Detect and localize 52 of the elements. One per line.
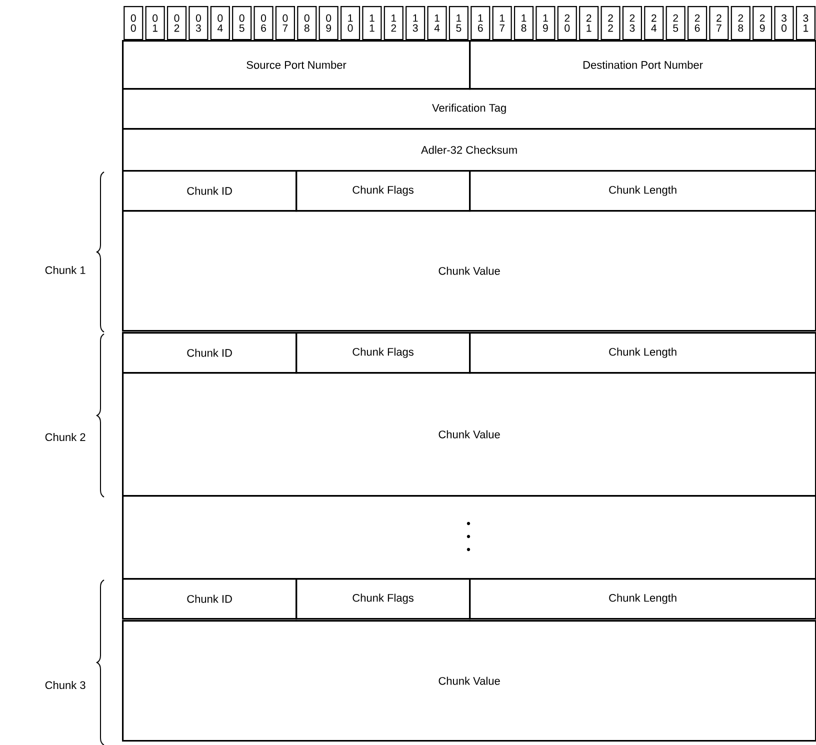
bit-number-cell: 0 4 (210, 6, 230, 40)
bit-number-cell: 2 3 (622, 6, 642, 40)
bit-number-cell: 2 5 (666, 6, 686, 40)
bit-number-cell: 2 6 (688, 6, 708, 40)
bit-number-cell: 3 1 (796, 6, 816, 40)
header-field-box: Chunk Value (122, 372, 816, 497)
bit-number-cell: 2 7 (709, 6, 729, 40)
bit-number-cell: 1 9 (536, 6, 556, 40)
header-field-box: Chunk Value (122, 210, 816, 332)
bit-number-cell: 1 8 (514, 6, 534, 40)
bit-number-cell: 2 0 (557, 6, 577, 40)
chunk-label: Chunk 2 (45, 432, 86, 442)
header-field-box: Chunk Value (122, 620, 816, 742)
header-field-box: Chunk Flags (296, 578, 471, 620)
bit-number-cell: 2 2 (600, 6, 620, 40)
bit-number-cell: 0 5 (232, 6, 252, 40)
bit-number-cell: 2 9 (752, 6, 772, 40)
bit-number-cell: 0 3 (188, 6, 208, 40)
header-field-box: Chunk Length (469, 578, 816, 620)
bit-number-cell: 1 5 (448, 6, 468, 40)
bit-number-cell: 0 1 (145, 6, 165, 40)
bit-number-cell: 1 0 (340, 6, 360, 40)
header-field-box: Chunk ID (122, 332, 298, 374)
header-field-box: Chunk ID (122, 170, 298, 212)
bit-number-cell: 2 8 (730, 6, 750, 40)
bit-number-cell: 0 7 (275, 6, 295, 40)
bit-number-cell: 0 2 (166, 6, 187, 40)
header-field-box: Chunk Length (469, 170, 816, 212)
header-field-box: Chunk Length (469, 332, 816, 374)
header-field-box: Destination Port Number (469, 40, 816, 90)
bit-number-cell: 2 1 (579, 6, 599, 40)
bit-number-cell: 1 1 (362, 6, 382, 40)
bit-number-cell: 2 4 (644, 6, 664, 40)
chunk-label: Chunk 3 (45, 680, 86, 690)
bit-number-cell: 0 6 (254, 6, 274, 40)
header-field-box: Chunk Flags (296, 170, 471, 212)
bit-number-cell: 0 8 (297, 6, 317, 40)
bit-number-cell: 0 0 (124, 6, 144, 40)
header-field-box: Chunk Flags (296, 332, 471, 374)
bit-number-cell: 1 3 (406, 6, 426, 40)
header-field-box: Chunk ID (122, 578, 298, 620)
bit-number-cell: 3 0 (774, 6, 794, 40)
chunk-label: Chunk 1 (45, 266, 86, 274)
bit-number-cell: 1 7 (492, 6, 512, 40)
bit-number-cell: 1 6 (470, 6, 490, 40)
ellipsis-field-box (122, 495, 816, 580)
header-field-box: Source Port Number (122, 40, 471, 90)
header-field-box: Adler-32 Checksum (122, 128, 816, 172)
header-field-box: Verification Tag (122, 88, 816, 130)
bit-number-cell: 0 9 (318, 6, 338, 40)
bit-number-cell: 1 2 (384, 6, 404, 40)
bit-number-cell: 1 4 (427, 6, 447, 40)
